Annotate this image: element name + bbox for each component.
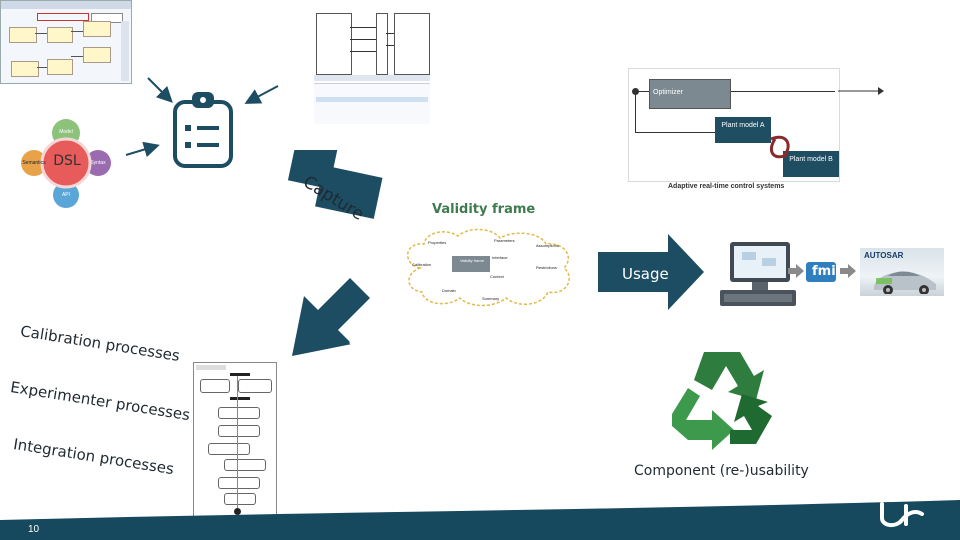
- experimenter-processes-label: Experimenter processes: [9, 378, 192, 425]
- fmi-logo-text: fmi: [812, 264, 836, 279]
- plant-model-a-label: Plant model A: [721, 122, 765, 129]
- usage-arrow: [598, 234, 704, 310]
- arrow-right-icon: [788, 264, 804, 278]
- activity-diagram-thumbnail: [193, 362, 277, 519]
- optimizer-label: Optimizer: [653, 89, 683, 96]
- autosar-logo: AUTOSAR: [864, 251, 904, 260]
- dsl-satellite-api: API: [61, 192, 71, 198]
- footer-curve: [0, 500, 960, 530]
- autosar-car-image: AUTOSAR: [860, 248, 944, 296]
- plant-model-a: [715, 117, 771, 143]
- validity-cloud: [407, 228, 570, 307]
- integration-processes-label: Integration processes: [12, 435, 176, 479]
- dsl-diagram: DSL Model Semantics Syntax API: [20, 115, 140, 210]
- capture-arrow: [287, 150, 383, 219]
- cloud-word-properties: Properties: [428, 240, 447, 245]
- cloud-center-label: Validity frame: [460, 258, 484, 263]
- optimizer-box: [649, 79, 731, 109]
- cloud-word-calibration: Calibration: [412, 262, 432, 267]
- cloud-word-domain: Domain: [442, 288, 456, 293]
- workflow-editor-thumbnail: [0, 0, 132, 84]
- cloud-word-restrictions: Restrictions: [536, 265, 557, 270]
- dsl-center-label: DSL: [53, 153, 81, 169]
- university-logo-icon: [880, 502, 924, 527]
- fmi-logo: [806, 262, 836, 282]
- control-output-arrow: [838, 87, 884, 95]
- arrow-right-icon: [840, 264, 856, 278]
- control-diagram: Optimizer Plant model A Plant model B: [628, 68, 840, 182]
- dsl-satellite-semantics: Semantics: [22, 160, 46, 166]
- plant-model-b: [783, 151, 839, 177]
- cloud-word-parameters: Parameters: [494, 238, 515, 243]
- recycle-icon: [672, 352, 772, 450]
- cloud-word-summary: Summary: [482, 296, 500, 301]
- control-caption: Adaptive real-time control systems: [668, 183, 785, 190]
- component-reuse-label: Component (re-)usability: [634, 463, 809, 479]
- validity-frame-label: Validity frame: [432, 202, 536, 217]
- calibration-processes-label: Calibration processes: [19, 322, 182, 365]
- cloud-word-assumptions: Assumptions: [536, 243, 559, 248]
- cloud-word-interface: Interface: [492, 255, 508, 260]
- pointer-arrows: [125, 77, 279, 158]
- computer-icon: [720, 242, 796, 306]
- model-properties-thumbnail: [314, 5, 430, 124]
- cloud-word-context: Context: [490, 274, 504, 279]
- verify-arrow: [292, 278, 370, 356]
- clipboard-icon: [173, 92, 233, 168]
- dsl-satellite-syntax: Syntax: [90, 160, 106, 166]
- page-number: 10: [28, 524, 40, 535]
- plant-model-b-label: Plant model B: [789, 156, 833, 163]
- usage-label: Usage: [622, 265, 669, 283]
- dsl-satellite-model: Model: [59, 129, 73, 135]
